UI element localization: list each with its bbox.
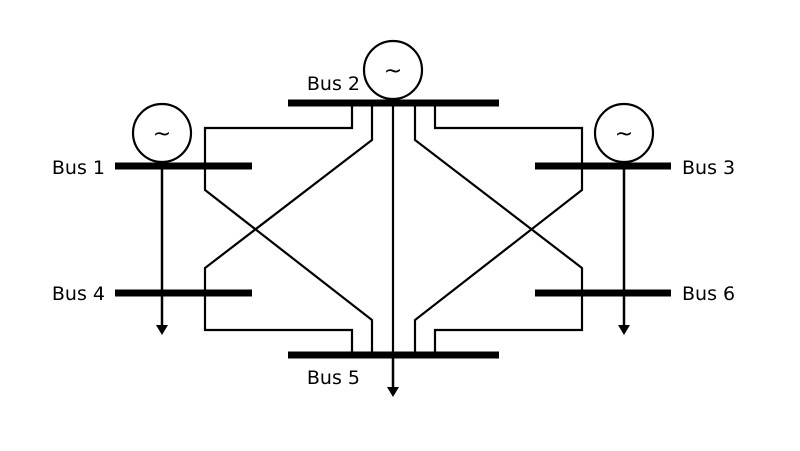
generator-symbol: ~ [153,122,171,147]
bus-label-3: Bus 3 [682,157,735,179]
line-bus1-bus5 [203,166,374,355]
bus-label-1: Bus 1 [52,157,105,179]
bus-label-2: Bus 2 [307,73,360,95]
line-bus2-bus4 [203,103,374,293]
generator-symbol: ~ [615,122,633,147]
bus-bars [115,99,671,359]
generator-icon [362,39,424,101]
loads [156,166,630,397]
bus-labels: Bus 1 Bus 2 Bus 3 Bus 4 Bus 5 Bus 6 [52,73,735,389]
line-bus5-bus6 [433,293,584,355]
generator-bus2: ~ [362,39,424,101]
generator-symbol: ~ [384,59,402,84]
generator-icon [131,102,193,164]
line-bus1-bus2 [203,103,354,166]
bus-label-6: Bus 6 [682,283,735,305]
line-bus4-bus5 [203,293,354,355]
bus-label-4: Bus 4 [52,283,105,305]
transmission-lines [203,103,584,355]
line-bus2-bus3 [433,103,584,166]
bus-label-5: Bus 5 [307,367,360,389]
generator-bus3: ~ [593,102,655,164]
generator-bus1: ~ [131,102,193,164]
line-bus2-bus6 [413,103,584,293]
line-bus3-bus5 [413,166,584,355]
generator-icon [593,102,655,164]
